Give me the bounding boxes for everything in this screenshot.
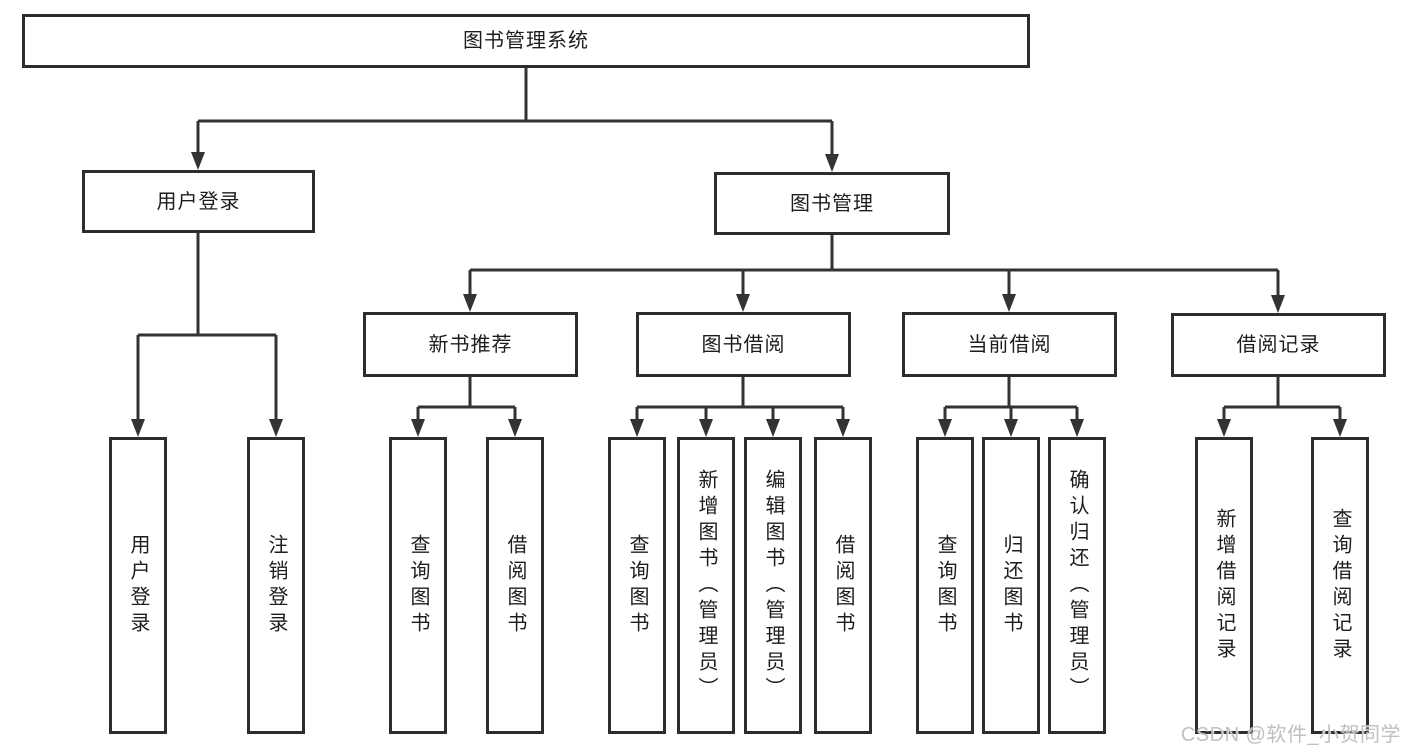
leaf-records-query-record-label: 查询借阅记录 — [1329, 507, 1351, 664]
leaf-recommend-query-books-label: 查询图书 — [407, 533, 429, 638]
watermark-text: CSDN @软件_小贺同学 — [1180, 724, 1401, 746]
leaf-logout: 注销登录 — [247, 437, 305, 734]
leaf-current-return-books: 归还图书 — [982, 437, 1040, 734]
arrowhead-down-icon — [508, 419, 522, 437]
node-book-borrow: 图书借阅 — [636, 312, 851, 377]
root-node-library-management-system: 图书管理系统 — [22, 14, 1030, 68]
arrowhead-down-icon — [699, 419, 713, 437]
leaf-current-confirm-return-admin: 确认归还（管理员） — [1048, 437, 1106, 734]
arrowhead-down-icon — [191, 152, 205, 170]
arrowhead-down-icon — [825, 154, 839, 172]
leaf-current-confirm-return-admin-label: 确认归还（管理员） — [1066, 468, 1088, 703]
node-user-login-label: 用户登录 — [156, 190, 241, 213]
arrowhead-down-icon — [1002, 294, 1016, 312]
arrowhead-down-icon — [411, 419, 425, 437]
arrowhead-down-icon — [766, 419, 780, 437]
arrowhead-down-icon — [630, 419, 644, 437]
node-current-borrow: 当前借阅 — [902, 312, 1117, 377]
arrowhead-down-icon — [1217, 419, 1231, 437]
node-book-management: 图书管理 — [714, 172, 950, 235]
leaf-user-login: 用户登录 — [109, 437, 167, 734]
leaf-borrow-borrow-books: 借阅图书 — [814, 437, 872, 734]
root-node-label: 图书管理系统 — [463, 30, 589, 52]
node-user-login: 用户登录 — [82, 170, 315, 233]
node-new-book-recommend: 新书推荐 — [363, 312, 578, 377]
leaf-recommend-query-books: 查询图书 — [389, 437, 447, 734]
arrowhead-down-icon — [1271, 295, 1285, 313]
node-new-book-recommend-label: 新书推荐 — [428, 333, 513, 356]
arrowhead-down-icon — [463, 294, 477, 312]
leaf-records-query-record: 查询借阅记录 — [1311, 437, 1369, 734]
arrowhead-down-icon — [1333, 419, 1347, 437]
arrowhead-down-icon — [938, 419, 952, 437]
leaf-records-add-record: 新增借阅记录 — [1195, 437, 1253, 734]
leaf-borrow-borrow-books-label: 借阅图书 — [832, 533, 854, 638]
leaf-borrow-query-books: 查询图书 — [608, 437, 666, 734]
arrowhead-down-icon — [736, 294, 750, 312]
leaf-user-login-label: 用户登录 — [127, 533, 149, 638]
node-current-borrow-label: 当前借阅 — [967, 333, 1052, 356]
arrowhead-down-icon — [269, 419, 283, 437]
leaf-borrow-add-books-admin: 新增图书（管理员） — [677, 437, 735, 734]
node-book-management-label: 图书管理 — [790, 192, 874, 215]
leaf-records-add-record-label: 新增借阅记录 — [1213, 507, 1235, 664]
node-borrow-records-label: 借阅记录 — [1236, 334, 1321, 356]
arrowhead-down-icon — [836, 419, 850, 437]
leaf-current-query-books-label: 查询图书 — [934, 533, 956, 638]
node-borrow-records: 借阅记录 — [1171, 313, 1386, 377]
leaf-current-query-books: 查询图书 — [916, 437, 974, 734]
leaf-logout-label: 注销登录 — [265, 533, 287, 638]
leaf-borrow-query-books-label: 查询图书 — [626, 533, 648, 638]
arrowhead-down-icon — [131, 419, 145, 437]
leaf-borrow-add-books-admin-label: 新增图书（管理员） — [695, 468, 717, 703]
leaf-current-return-books-label: 归还图书 — [1000, 533, 1022, 638]
node-book-borrow-label: 图书借阅 — [701, 333, 786, 356]
arrowhead-down-icon — [1004, 419, 1018, 437]
leaf-borrow-edit-books-admin-label: 编辑图书（管理员） — [762, 468, 784, 703]
arrowhead-down-icon — [1070, 419, 1084, 437]
leaf-recommend-borrow-books-label: 借阅图书 — [504, 533, 526, 638]
leaf-borrow-edit-books-admin: 编辑图书（管理员） — [744, 437, 802, 734]
leaf-recommend-borrow-books: 借阅图书 — [486, 437, 544, 734]
